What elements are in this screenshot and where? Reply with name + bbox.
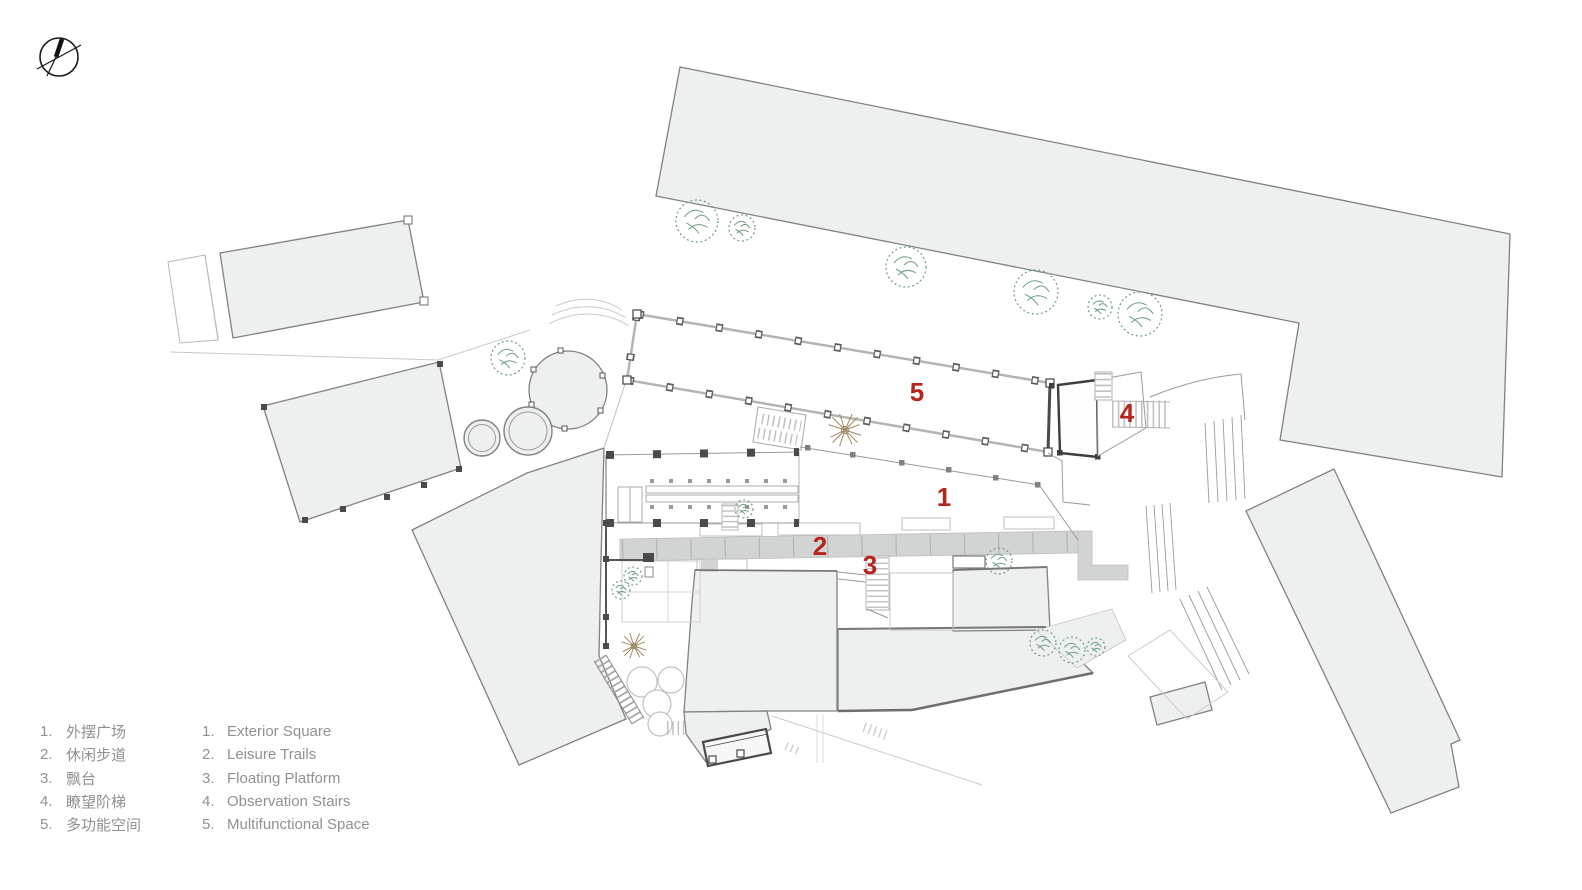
leisure-trail-band bbox=[619, 516, 1129, 623]
observation-stairs-area bbox=[1049, 371, 1250, 720]
site-boundary-lines bbox=[169, 298, 630, 449]
platform-edges bbox=[694, 566, 1094, 713]
hall-interior bbox=[605, 448, 800, 531]
legend-item-zh: 外摆广场 bbox=[66, 724, 127, 742]
ramp-lines-middle bbox=[1145, 502, 1177, 594]
plan-label-3: 3 bbox=[862, 550, 878, 580]
legend-num-en: 5. bbox=[202, 816, 215, 834]
legend-item-en: Multifunctional Space bbox=[227, 816, 370, 834]
plaza-eave-line bbox=[799, 445, 1091, 541]
legend-item-zh: 瞭望阶梯 bbox=[66, 794, 127, 812]
counters bbox=[617, 485, 799, 523]
ramp-lines-lower bbox=[1179, 586, 1250, 691]
context-buildings bbox=[219, 66, 1511, 814]
legend-item-zh: 休闲步道 bbox=[66, 747, 127, 765]
building-top-left bbox=[219, 219, 425, 339]
building-corner-tabs bbox=[403, 215, 429, 306]
round-planters bbox=[626, 666, 685, 737]
left-garden bbox=[593, 520, 685, 737]
platform-p3 bbox=[952, 566, 1051, 632]
legend: 1. 外摆广场 1. Exterior Square 2. 休闲步道 2. Le… bbox=[40, 720, 370, 836]
legend-num-en: 1. bbox=[202, 723, 215, 741]
terrace-steps-left bbox=[621, 560, 701, 623]
legend-num-en: 3. bbox=[202, 769, 215, 787]
legend-num-zh: 4. bbox=[40, 793, 53, 811]
legend-num-en: 2. bbox=[202, 746, 215, 764]
legend-item-en: Leisure Trails bbox=[227, 746, 317, 764]
bare-tree bbox=[620, 632, 648, 660]
north-arrow-icon bbox=[36, 37, 82, 77]
plan-label-2: 2 bbox=[812, 531, 828, 561]
legend-num-zh: 3. bbox=[40, 769, 53, 787]
planter-box bbox=[952, 555, 986, 569]
platform-wedge bbox=[1035, 608, 1127, 669]
plan-label-5: 5 bbox=[909, 377, 925, 407]
legend-num-zh: 2. bbox=[40, 746, 53, 764]
legend-item-zh: 飘台 bbox=[66, 770, 97, 788]
plaza-terrace-left bbox=[411, 447, 627, 766]
ramp-lines-upper bbox=[1204, 414, 1246, 504]
hall-stair bbox=[721, 503, 739, 531]
legend-item-en: Floating Platform bbox=[227, 769, 341, 787]
legend-item-en: Observation Stairs bbox=[227, 793, 351, 811]
building-mid-left bbox=[262, 361, 462, 523]
colonnade-walls bbox=[623, 310, 1052, 456]
interior-stair bbox=[752, 406, 807, 451]
small-slab bbox=[1149, 681, 1213, 726]
diagonal-stair bbox=[593, 654, 645, 725]
building-mid-left-columns bbox=[261, 361, 462, 523]
legend-item-en: Exterior Square bbox=[227, 723, 332, 741]
round-pool-medium bbox=[503, 406, 553, 456]
round-plaza bbox=[463, 347, 608, 457]
faint-paths bbox=[771, 714, 983, 786]
multifunctional-building bbox=[622, 309, 1091, 541]
building-upper-right bbox=[655, 66, 1511, 478]
legend-num-zh: 1. bbox=[40, 723, 53, 741]
legend-num-zh: 5. bbox=[40, 816, 53, 834]
platform-p1 bbox=[683, 569, 838, 713]
plan-label-1: 1 bbox=[936, 482, 952, 512]
floating-platform-stair bbox=[837, 555, 954, 631]
bare-tree bbox=[827, 412, 863, 448]
building-lower-right bbox=[1245, 468, 1461, 814]
kiosk-structure bbox=[701, 727, 773, 768]
plan-label-4: 4 bbox=[1119, 398, 1135, 428]
legend-num-en: 4. bbox=[202, 793, 215, 811]
legend-item-zh: 多功能空间 bbox=[66, 817, 142, 835]
annex-outline bbox=[167, 254, 219, 344]
round-pool-small bbox=[463, 419, 501, 457]
